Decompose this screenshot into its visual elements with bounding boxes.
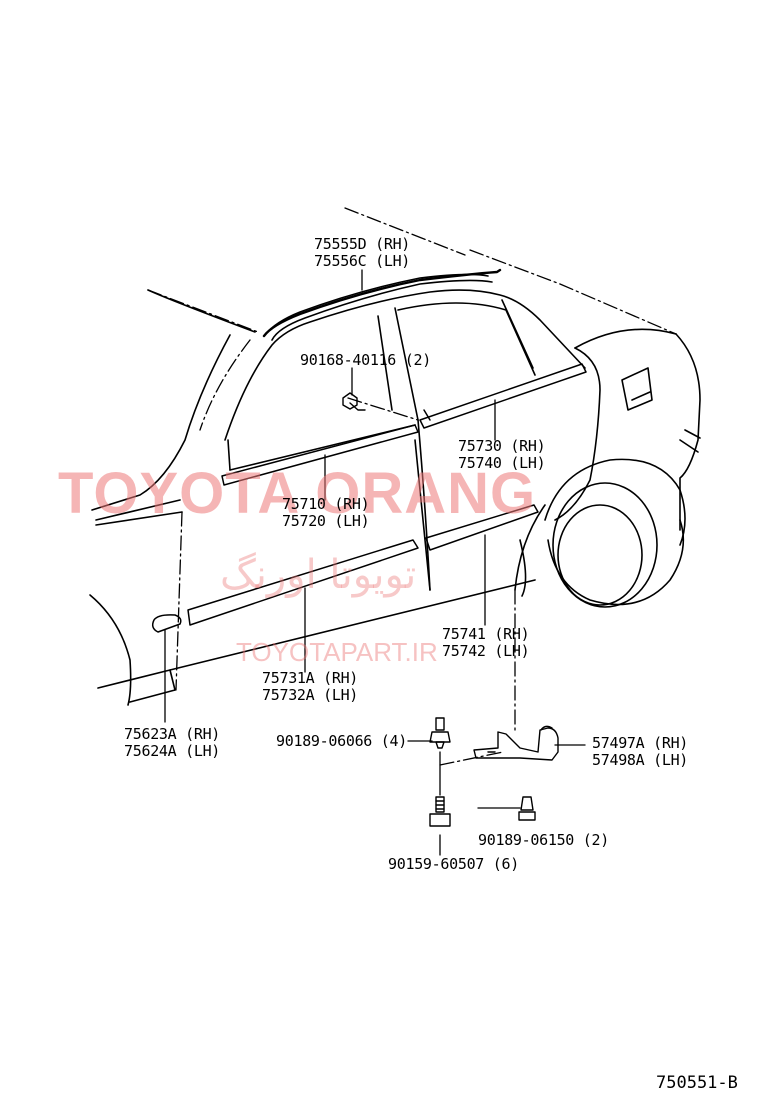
rear-wheel [544, 458, 686, 608]
callout-bracket: 57497A (RH) 57498A (LH) [592, 734, 689, 769]
callout-fender-molding: 75623A (RH) 75624A (LH) [124, 725, 221, 760]
callout-screw-90159: 90159-60507 (6) [388, 855, 519, 873]
callout-clip-90189-06066: 90189-06066 (4) [276, 732, 407, 750]
watermark-brand: TOYOTA ORANG [58, 461, 537, 526]
body-outline [89, 273, 701, 706]
callout-clip-90168: 90168-40116 (2) [300, 351, 431, 369]
fasteners [342, 392, 559, 827]
front-belt-molding [221, 424, 419, 486]
front-door-molding [187, 539, 419, 626]
watermark-brand-persian: تویوتا اورنگ [220, 552, 417, 598]
callout-rear-door-molding: 75741 (RH) 75742 (LH) [442, 625, 530, 660]
callout-clip-90189-06150: 90189-06150 (2) [478, 831, 609, 849]
rear-belt-molding [419, 363, 587, 429]
phantom-outlines [147, 207, 677, 766]
callout-front-belt-molding: 75710 (RH) 75720 (LH) [282, 495, 370, 530]
callout-front-door-molding: 75731A (RH) 75732A (LH) [262, 669, 359, 704]
watermark-url: TOYOTAPART.IR [236, 637, 438, 667]
roof-molding [262, 268, 502, 338]
diagram-code: 750551-B [656, 1073, 738, 1093]
fender-molding [151, 614, 182, 633]
moldings [151, 268, 587, 633]
rear-door-molding [425, 504, 539, 551]
leader-lines [164, 269, 586, 856]
callout-roof-molding: 75555D (RH) 75556C (LH) [314, 235, 411, 270]
callout-rear-belt-molding: 75730 (RH) 75740 (LH) [458, 437, 546, 472]
